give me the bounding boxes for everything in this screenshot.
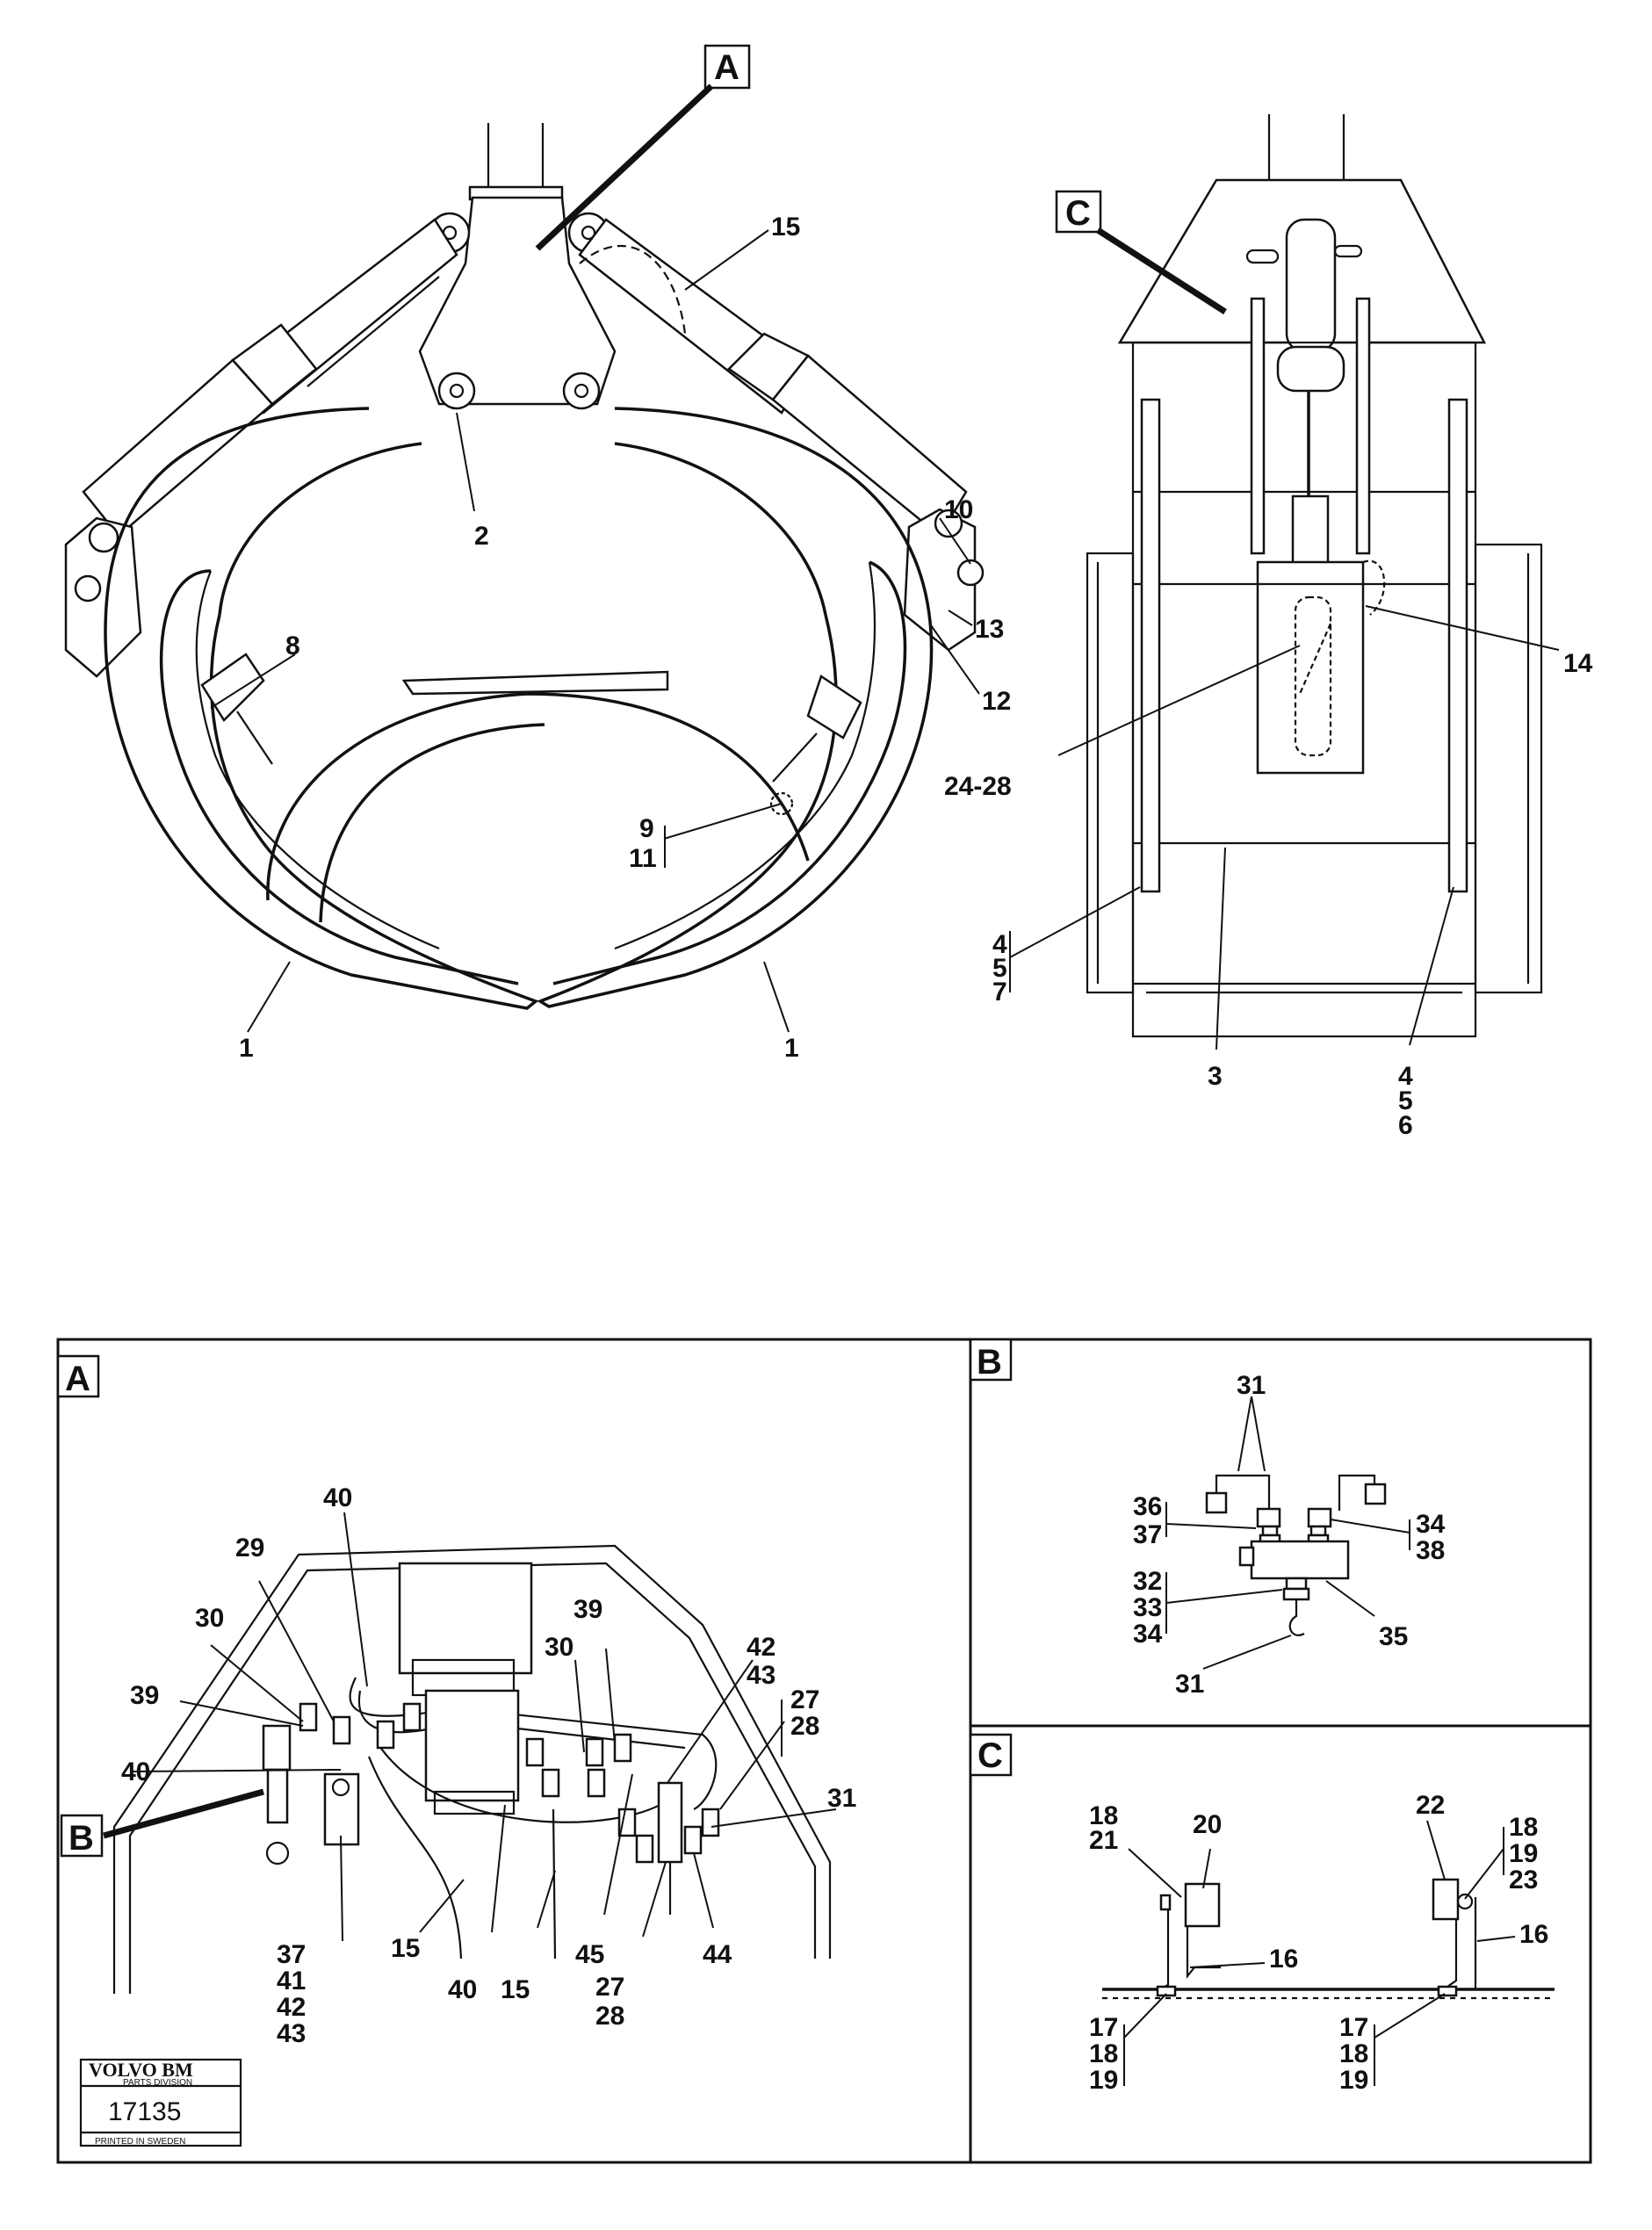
label-33: 33	[1133, 1593, 1162, 1622]
stamp-division: PARTS DIVISION	[123, 2078, 192, 2088]
panel-b-label-group: B 31 36 37 34 38 32 33 34 35 31	[977, 1343, 1446, 1699]
label-9: 9	[639, 814, 654, 843]
label-27-a: 27	[790, 1685, 819, 1714]
label-4-right: 4	[1398, 1062, 1413, 1091]
label-7-left: 7	[992, 978, 1007, 1007]
panel-a-title: A	[65, 1360, 90, 1398]
label-22: 22	[1416, 1791, 1445, 1820]
grapple-side-view	[1086, 114, 1543, 1038]
label-15: 15	[771, 213, 800, 242]
label-30-a: 30	[195, 1604, 224, 1633]
label-18-c-b: 18	[1509, 1813, 1538, 1842]
label-27-b: 27	[595, 1973, 624, 2002]
panel-c-drawing	[1102, 1878, 1555, 2000]
label-24-28: 24-28	[944, 772, 1012, 801]
panel-c-leaders	[1123, 1820, 1516, 2086]
label-17-c-a: 17	[1089, 2013, 1118, 2042]
label-12: 12	[982, 687, 1011, 716]
label-31: 31	[827, 1784, 856, 1813]
label-42-b: 42	[277, 1993, 306, 2022]
label-43-b: 43	[277, 2019, 306, 2048]
label-6-right: 6	[1398, 1111, 1413, 1140]
grapple-side-label-group: C 14 24-28 4 5 7 3 4 5 6	[944, 194, 1593, 1140]
label-20: 20	[1193, 1810, 1222, 1839]
label-19-c-d: 19	[1339, 2066, 1368, 2095]
label-15-a: 15	[391, 1934, 420, 1963]
label-4-left: 4	[992, 930, 1007, 959]
label-38: 38	[1416, 1536, 1445, 1565]
panel-a-label-group: A 40 29 30 39 30 39 42 43 27 28 40 31 B …	[65, 1360, 856, 2048]
label-41: 41	[277, 1967, 306, 1995]
pointer-b: B	[69, 1819, 94, 1858]
panel-b-leaders	[1165, 1396, 1410, 1670]
label-36: 36	[1133, 1492, 1162, 1521]
label-37-b: 37	[1133, 1520, 1162, 1549]
detail-frames	[56, 1338, 1592, 2164]
label-34-b-b: 34	[1133, 1620, 1163, 1649]
label-42-a: 42	[747, 1633, 776, 1662]
label-44: 44	[703, 1940, 732, 1969]
panel-a-leaders	[60, 1512, 837, 1942]
label-28-a: 28	[790, 1712, 819, 1741]
label-13: 13	[975, 615, 1004, 644]
label-5-right: 5	[1398, 1086, 1413, 1115]
label-2: 2	[474, 522, 489, 551]
label-17-c-b: 17	[1339, 2013, 1368, 2042]
label-1-right: 1	[784, 1034, 799, 1063]
grapple-front-label-group: A 15 2 10 8 13 12 9 11 1 1	[239, 48, 1011, 1063]
label-1-left: 1	[239, 1034, 254, 1063]
grapple-side-leaders	[1009, 190, 1560, 1050]
panel-c-label-group: C 18 21 20 22 18 19 23 16 16 17 18 19 17…	[977, 1736, 1548, 2095]
label-15-b: 15	[501, 1975, 530, 2004]
grapple-front-view	[64, 123, 985, 1010]
label-18-c-d: 18	[1339, 2039, 1368, 2068]
label-43-a: 43	[747, 1661, 776, 1690]
callout-a: A	[714, 48, 739, 87]
label-32: 32	[1133, 1567, 1162, 1596]
label-11: 11	[629, 844, 657, 873]
label-14: 14	[1563, 649, 1593, 678]
label-18-c-a: 18	[1089, 1801, 1118, 1830]
stamp-printed: PRINTED IN SWEDEN	[95, 2137, 185, 2147]
grapple-front-leaders	[210, 44, 980, 1033]
label-23: 23	[1509, 1866, 1538, 1894]
label-40-a: 40	[323, 1483, 352, 1512]
stamp-number: 17135	[108, 2097, 181, 2126]
stamp-brand: VOLVO BM	[89, 2059, 193, 2081]
label-10: 10	[944, 495, 973, 524]
label-28-b: 28	[595, 2002, 624, 2031]
label-3: 3	[1208, 1062, 1223, 1091]
label-37: 37	[277, 1940, 306, 1969]
label-8: 8	[285, 631, 300, 660]
label-31-b-bottom: 31	[1175, 1670, 1204, 1699]
label-19-c-b: 19	[1509, 1839, 1538, 1868]
label-40-c: 40	[448, 1975, 477, 2004]
label-40-b: 40	[121, 1757, 150, 1786]
label-45: 45	[575, 1940, 604, 1969]
label-34-b-a: 34	[1416, 1510, 1446, 1539]
label-5-left: 5	[992, 954, 1007, 983]
panel-a-drawing	[112, 1544, 832, 1994]
label-18-c-c: 18	[1089, 2039, 1118, 2068]
panel-c-title: C	[977, 1736, 1003, 1775]
label-29: 29	[235, 1534, 264, 1562]
label-35: 35	[1379, 1622, 1408, 1651]
panel-b-drawing	[1205, 1474, 1387, 1636]
label-16-a: 16	[1269, 1945, 1298, 1974]
panel-b-title: B	[977, 1343, 1002, 1382]
label-31-b-top: 31	[1237, 1371, 1266, 1400]
label-30-b: 30	[545, 1633, 574, 1662]
label-21: 21	[1089, 1826, 1118, 1855]
label-19-c-c: 19	[1089, 2066, 1118, 2095]
volvo-stamp: VOLVO BM PARTS DIVISION 17135 PRINTED IN…	[79, 2058, 242, 2147]
label-39-a: 39	[130, 1681, 159, 1710]
label-39-b: 39	[574, 1595, 602, 1624]
label-16-b: 16	[1519, 1920, 1548, 1949]
callout-c: C	[1065, 194, 1091, 233]
